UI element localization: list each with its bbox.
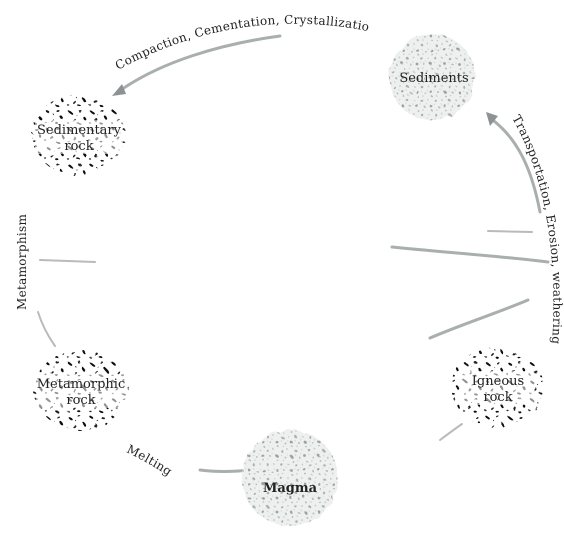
node-sedimentary-rock: Sedimentary rock — [31, 95, 125, 175]
arrow-compaction — [116, 34, 282, 94]
arrow-stroke-right-3 — [428, 298, 530, 340]
arrowhead-compaction — [112, 84, 126, 96]
arrow-stroke-right-4 — [439, 423, 463, 441]
node-magma: Magma — [242, 430, 338, 526]
process-label-bottom: Melting — [125, 442, 175, 479]
arrow-stroke-right-1 — [487, 230, 533, 233]
label-igneous-line1: Igneous — [472, 374, 524, 389]
node-igneous-rock: Igneous rock — [451, 347, 543, 427]
label-sediments: Sediments — [399, 71, 468, 86]
process-label-bottom-text: Melting — [125, 442, 175, 479]
label-sedimentary-line1: Sedimentary — [37, 123, 122, 138]
arrow-weathering-upper — [488, 116, 542, 214]
label-igneous-line2: rock — [483, 390, 512, 405]
process-label-left: Metamorphism — [15, 214, 29, 310]
label-sedimentary-line2: rock — [64, 139, 93, 154]
node-metamorphic-rock: Metamorphic rock — [34, 350, 128, 430]
node-sediments: Sediments — [389, 34, 475, 120]
label-magma: Magma — [263, 481, 318, 496]
arrowhead-weathering — [486, 112, 498, 126]
label-metamorphic-line1: Metamorphic — [37, 377, 125, 392]
arrow-metamorphism — [37, 311, 56, 347]
arrow-stroke-right-2 — [390, 245, 550, 264]
process-label-left-text: Metamorphism — [15, 214, 29, 310]
label-metamorphic-line2: rock — [66, 393, 95, 408]
arrow-stroke-left-1 — [39, 259, 96, 263]
